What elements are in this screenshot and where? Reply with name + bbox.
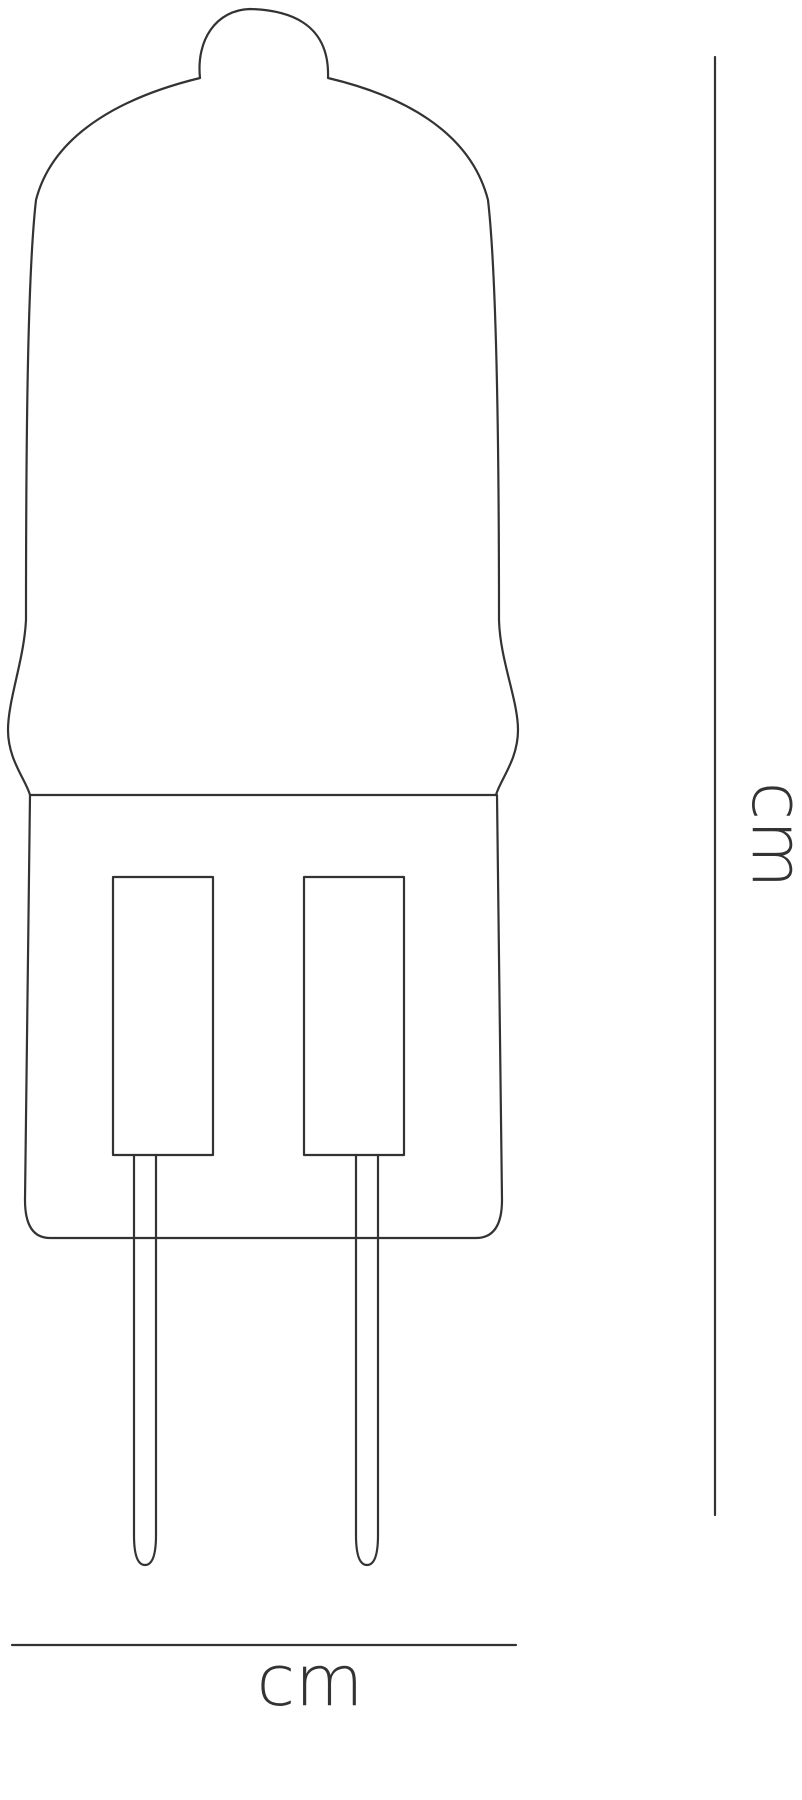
bulb-glass-envelope [6, 7, 520, 797]
inner-lead-left [111, 875, 215, 1157]
inner-lead-right [302, 875, 406, 1157]
bulb-base [23, 793, 504, 1240]
pin-right [354, 1153, 380, 1567]
height-unit-label: cm [736, 782, 802, 889]
pin-left [132, 1153, 158, 1567]
g4-capsule-bulb [6, 7, 520, 1567]
width-unit-label: cm [257, 1640, 364, 1722]
